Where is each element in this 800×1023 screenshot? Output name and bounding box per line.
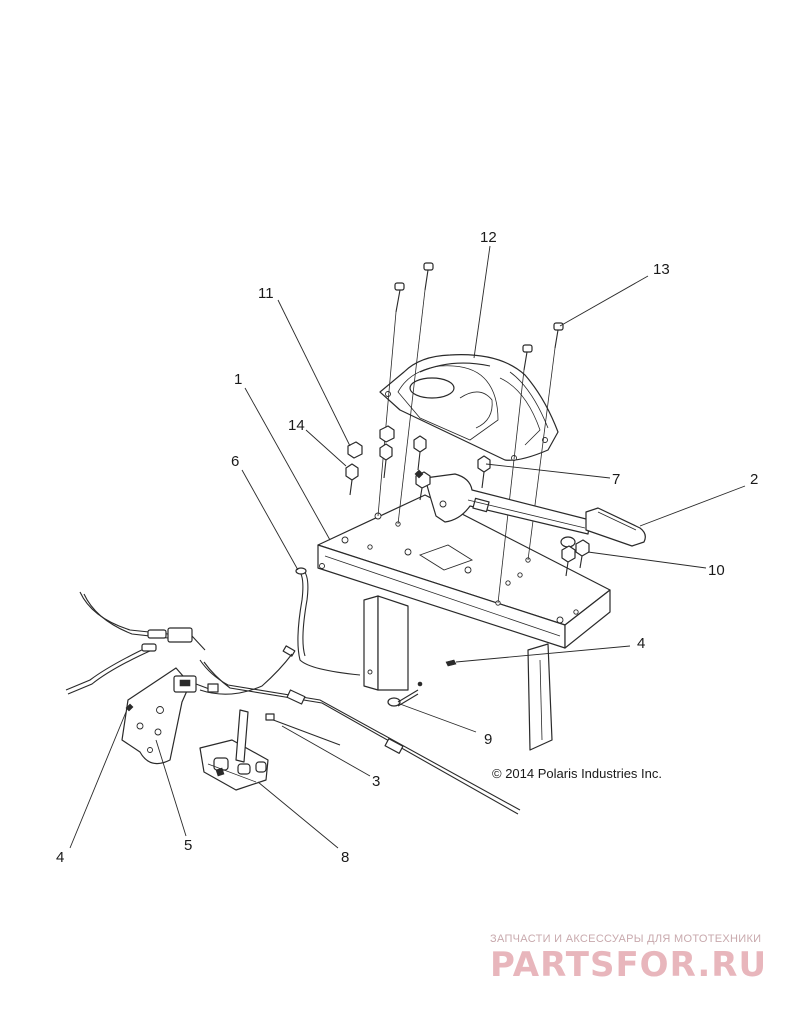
- caliper-bracket-part-5: [121, 667, 219, 765]
- partsfor-watermark: ЗАПЧАСТИ И АКСЕССУАРЫ ДЛЯ МОТОТЕХНИКИ PA…: [490, 933, 767, 985]
- callout-11: 11: [258, 285, 274, 302]
- retaining-clips-part-4: [125, 659, 457, 712]
- callout-5: 5: [184, 837, 192, 854]
- callout-4b: 4: [56, 849, 64, 866]
- callout-7: 7: [612, 471, 620, 488]
- callout-labels: 1 2 3 4 4 5 6 7 8 9 10 11 12 13 14: [56, 229, 758, 866]
- mounting-plate-part-1: [317, 494, 611, 649]
- callout-4a: 4: [637, 635, 645, 652]
- bolts-part-14: [345, 435, 491, 496]
- clevis-pin-part-9: [387, 681, 423, 707]
- cable-rod-part-3: [265, 713, 341, 746]
- callout-14: 14: [288, 417, 305, 434]
- alignment-lines: [377, 289, 556, 604]
- flange-nuts-part-11: [347, 425, 395, 459]
- lever-boot-cover-part-12: [379, 354, 559, 461]
- callout-1: 1: [234, 371, 242, 388]
- brake-caliper-part-8: [199, 709, 269, 791]
- callout-12: 12: [480, 229, 497, 246]
- watermark-logo: PARTSFOR.RU: [490, 945, 767, 985]
- callout-10: 10: [708, 562, 725, 579]
- pivot-bolt-part-7: [414, 469, 431, 501]
- cover-screws-part-13: [394, 262, 564, 371]
- callout-8: 8: [341, 849, 349, 866]
- watermark-tagline: ЗАПЧАСТИ И АКСЕССУАРЫ ДЛЯ МОТОТЕХНИКИ: [490, 933, 761, 945]
- leader-lines: [69, 245, 746, 849]
- callout-3: 3: [372, 773, 380, 790]
- brake-cable-part-6: [199, 567, 361, 695]
- callout-13: 13: [653, 261, 670, 278]
- copyright-notice: © 2014 Polaris Industries Inc.: [492, 766, 662, 781]
- plate-support-bracket: [363, 595, 553, 751]
- callout-2: 2: [750, 471, 758, 488]
- left-cable-harness: [65, 591, 521, 815]
- callout-9: 9: [484, 731, 492, 748]
- parking-brake-lever-part-2: [424, 473, 646, 547]
- callout-6: 6: [231, 453, 239, 470]
